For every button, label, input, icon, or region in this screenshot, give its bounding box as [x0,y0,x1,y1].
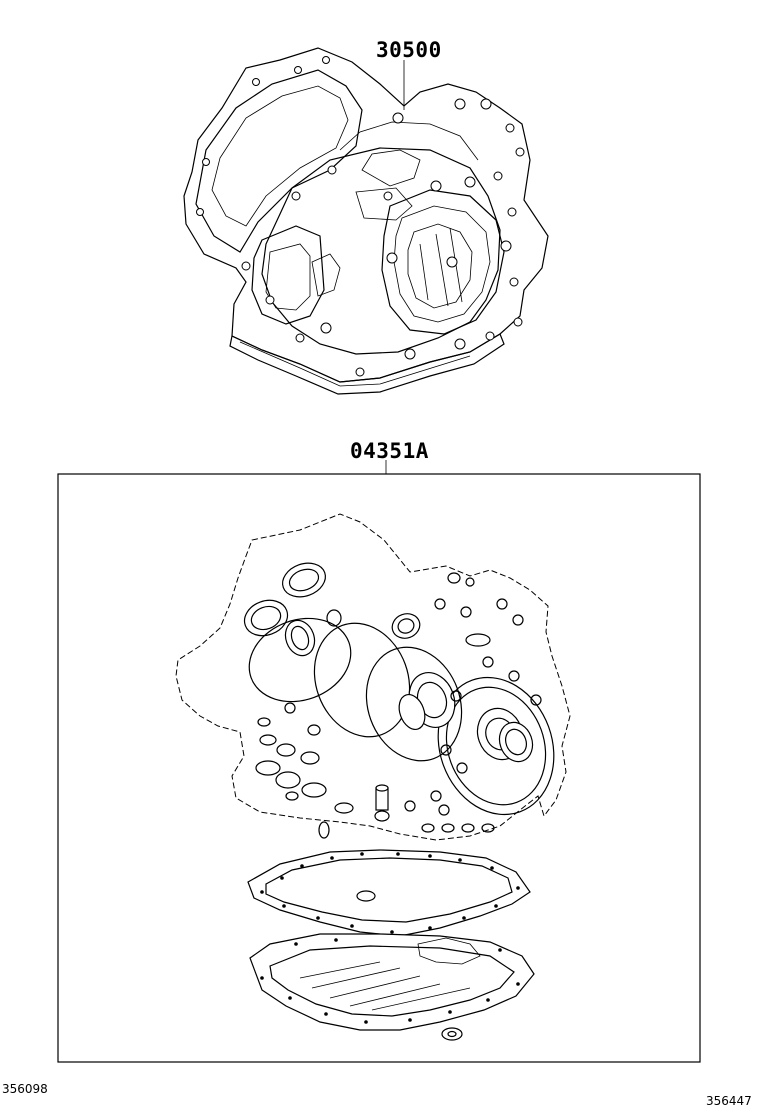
overhaul-kit-frame [57,460,701,1063]
kit-seals-and-rings [243,562,555,839]
oil-pan-gasket [247,849,531,937]
oil-pan [249,933,535,1041]
reference-number-right: 356447 [706,1094,752,1108]
overhaul-kit-part-callout: 04351A [350,439,429,463]
kit-housing-outline [175,513,571,841]
reference-number-left: 356098 [2,1082,48,1096]
assembly-part-callout: 30500 [376,38,442,62]
transaxle-assembly-illustration [183,47,549,395]
